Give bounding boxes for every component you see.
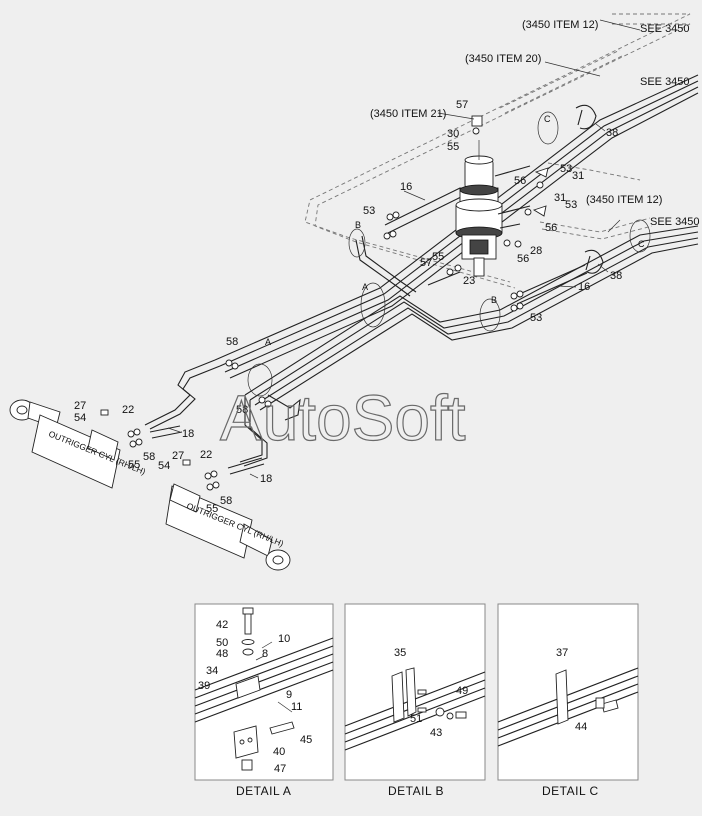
callout-57-top: 57 xyxy=(456,99,468,111)
detail-a-caption: DETAIL A xyxy=(236,784,291,798)
callout-58-a: 58 xyxy=(226,336,238,348)
callout-56-a: 56 xyxy=(514,175,526,187)
detail-a-callout-50: 50 xyxy=(216,637,228,649)
callout-38-bottom: 38 xyxy=(610,270,622,282)
watermark: AutoSoft xyxy=(220,382,466,454)
detail-a-callout-9: 9 xyxy=(286,689,292,701)
detail-c-panel: 37 44 DETAIL C xyxy=(497,603,639,798)
callout-55-mid: 55 xyxy=(432,251,444,263)
ref-item21: (3450 ITEM 21) xyxy=(370,108,446,120)
detail-letters: C C B B A A xyxy=(265,114,645,347)
ref-item12-right: (3450 ITEM 12) xyxy=(586,194,662,206)
detail-b-panel: 35 49 51 43 DETAIL B xyxy=(344,603,486,798)
ref-item12-top: (3450 ITEM 12) xyxy=(522,19,598,31)
detail-letter-a-center: A xyxy=(362,282,368,292)
callout-18-lower: 18 xyxy=(260,473,272,485)
callout-38-top: 38 xyxy=(606,127,618,139)
detail-a-callout-39: 39 xyxy=(198,680,210,692)
callout-55-lower: 55 xyxy=(206,503,218,515)
detail-letter-c-right: C xyxy=(638,239,645,249)
callout-56-b: 56 xyxy=(545,222,557,234)
detail-c-callout-37: 37 xyxy=(556,647,568,659)
swivel-joint xyxy=(383,115,549,312)
detail-c-caption: DETAIL C xyxy=(542,784,599,798)
callout-30: 30 xyxy=(447,128,459,140)
detail-b-callout-51: 51 xyxy=(410,713,422,725)
detail-c-callout-44: 44 xyxy=(575,721,587,733)
detail-b-callout-49: 49 xyxy=(456,685,468,697)
detail-a-callout-8: 8 xyxy=(262,648,268,660)
detail-a-callout-34: 34 xyxy=(206,665,218,677)
callout-31-b: 31 xyxy=(554,192,566,204)
callout-28: 28 xyxy=(530,245,542,257)
main-tube-bundle xyxy=(214,74,699,411)
callout-31-a: 31 xyxy=(572,170,584,182)
detail-letter-b-bottom: B xyxy=(491,295,497,305)
callout-56-c: 56 xyxy=(517,253,529,265)
callout-54-upper: 54 xyxy=(74,412,86,424)
detail-b-caption: DETAIL B xyxy=(388,784,444,798)
callout-53-a: 53 xyxy=(560,163,572,175)
detail-a-callout-10: 10 xyxy=(278,633,290,645)
callout-22-upper: 22 xyxy=(122,404,134,416)
detail-a-callout-48: 48 xyxy=(216,648,228,660)
detail-letter-b-top: B xyxy=(355,220,361,230)
callout-58-d: 58 xyxy=(220,495,232,507)
detail-a-callout-45: 45 xyxy=(300,734,312,746)
detail-letter-c-top: C xyxy=(544,114,551,124)
callout-27-upper: 27 xyxy=(74,400,86,412)
see-3450-middle: SEE 3450 xyxy=(640,76,690,88)
callout-58-c: 58 xyxy=(143,451,155,463)
ref-item20: (3450 ITEM 20) xyxy=(465,53,541,65)
callout-16-top: 16 xyxy=(400,181,412,193)
detail-a-callout-40: 40 xyxy=(273,746,285,758)
callout-58-b: 58 xyxy=(236,404,248,416)
detail-a-callout-11: 11 xyxy=(291,701,302,713)
callout-22-lower: 22 xyxy=(200,449,212,461)
tube-clamps xyxy=(247,104,651,397)
detail-b-callout-35: 35 xyxy=(394,647,406,659)
see-3450-bottom: SEE 3450 xyxy=(650,216,700,228)
callout-numbers: 57 30 55 38 53 31 56 31 53 16 53 56 28 5… xyxy=(74,99,622,515)
callout-18-upper: 18 xyxy=(182,428,194,440)
callout-55-upper: 55 xyxy=(128,459,140,471)
callout-53-d: 53 xyxy=(530,312,542,324)
detail-b-callout-43: 43 xyxy=(430,727,442,739)
callout-55-top: 55 xyxy=(447,141,459,153)
detail-a-callout-42: 42 xyxy=(216,619,228,631)
leader-lines xyxy=(167,19,641,479)
fittings-left xyxy=(100,359,272,491)
callout-53-c: 53 xyxy=(363,205,375,217)
callout-27-lower: 27 xyxy=(172,450,184,462)
callout-16-bottom: 16 xyxy=(578,281,590,293)
detail-letter-a-left: A xyxy=(265,337,271,347)
reference-tubes-dashed xyxy=(304,13,691,289)
callout-23: 23 xyxy=(463,275,475,287)
callout-53-b: 53 xyxy=(565,199,577,211)
reference-labels: (3450 ITEM 12) SEE 3450 (3450 ITEM 20) S… xyxy=(370,19,700,228)
detail-a-callout-47: 47 xyxy=(274,763,286,775)
detail-a-panel: 42 50 48 10 8 34 39 9 11 45 40 47 DETAIL… xyxy=(194,603,334,798)
see-3450-top: SEE 3450 xyxy=(640,23,690,35)
callout-57-mid: 57 xyxy=(420,257,432,269)
cylinder-tubes xyxy=(144,359,301,475)
callout-54-lower: 54 xyxy=(158,460,170,472)
